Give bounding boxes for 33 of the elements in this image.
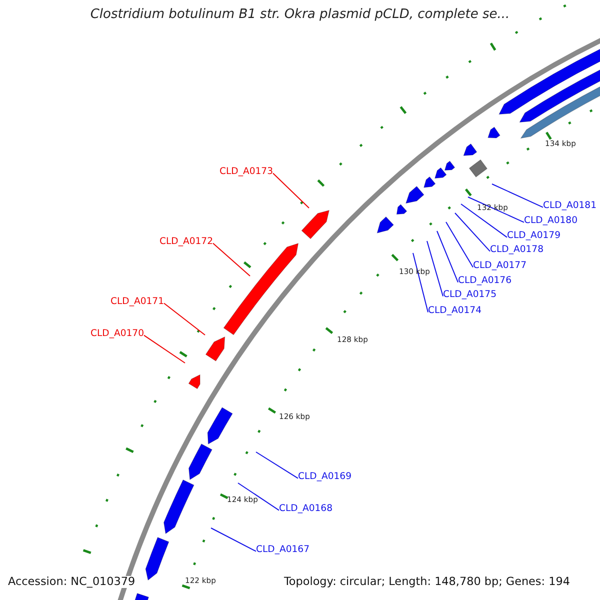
gene-label: CLD_A0175 [443, 290, 496, 300]
leader-line [238, 482, 280, 511]
leader-line [492, 184, 544, 208]
gene-label: CLD_A0168 [279, 504, 332, 514]
gene-label: CLD_A0177 [473, 260, 526, 272]
leader-line [426, 240, 444, 297]
gene-label: CLD_A0181 [543, 200, 596, 212]
leader-line [468, 196, 524, 223]
gene-label: CLD_A0178 [490, 244, 544, 256]
leader-line [272, 172, 310, 208]
accession-text: Accession: NC_010379 [6, 576, 138, 588]
gene-label: CLD_A0169 [298, 472, 352, 482]
leader-line [446, 222, 474, 268]
leader-line [164, 302, 206, 336]
leader-line [460, 204, 508, 238]
leader-line [212, 242, 250, 276]
leader-line [144, 334, 186, 364]
gene-label: CLD_A0172 [160, 236, 213, 248]
gene-label: CLD_A0180 [524, 216, 578, 226]
gene-label: CLD_A0170 [90, 328, 144, 340]
leader-line [256, 452, 298, 479]
gene-label: CLD_A0174 [428, 306, 482, 316]
leader-line [412, 252, 428, 313]
gene-label: CLD_A0167 [256, 544, 310, 556]
gene-label: CLD_A0176 [458, 276, 512, 286]
title: Clostridium botulinum B1 str. Okra plasmid pCLD, complete se... [89, 8, 511, 23]
leader-line [210, 528, 256, 552]
summary-text: Topology: circular; Length: 148,780 bp; Genes: 194 [282, 576, 572, 588]
gene-label: CLD_A0173 [220, 166, 273, 178]
leader-line [454, 212, 490, 252]
gene-label: CLD_A0171 [110, 296, 164, 308]
leader-line [436, 230, 458, 283]
gene-label: CLD_A0179 [507, 230, 560, 242]
